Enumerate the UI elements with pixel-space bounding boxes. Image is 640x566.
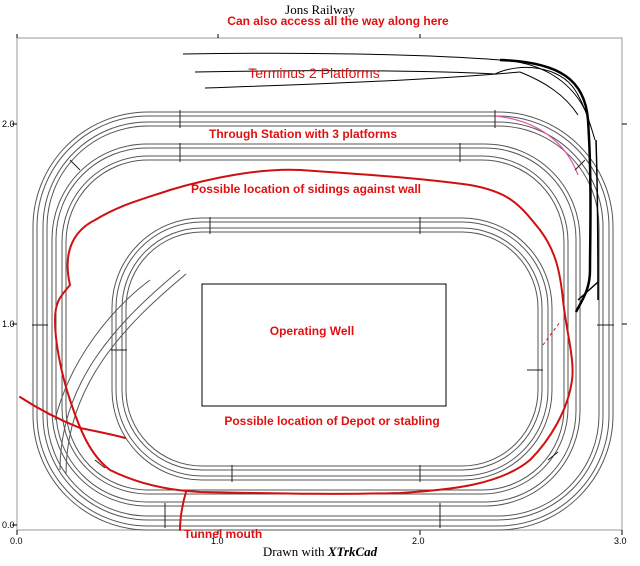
y-tick-2: 2.0 xyxy=(2,119,15,129)
tick-marks xyxy=(12,34,627,535)
crossover-track xyxy=(54,269,187,475)
tunnel-mouth-marker xyxy=(179,491,187,531)
left-boundary-line xyxy=(19,396,126,439)
pink-station-curve xyxy=(494,115,579,176)
footer-prefix: Drawn with xyxy=(263,544,328,559)
access-annotation: Can also access all the way along here xyxy=(227,14,449,28)
sidings-boundary-line xyxy=(54,168,574,495)
terminus-approach-track xyxy=(499,58,592,313)
right-dashed-line xyxy=(542,321,561,346)
x-tick-2: 2.0 xyxy=(412,536,425,546)
plan-title: Jons Railway xyxy=(285,2,355,17)
tunnel-annotation: Tunnel mouth xyxy=(184,527,262,541)
operating-well-annotation: Operating Well xyxy=(270,324,354,338)
sidings-annotation: Possible location of sidings against wal… xyxy=(191,182,421,196)
terminus-lines xyxy=(182,52,596,141)
inner-loop-track xyxy=(111,217,553,481)
depot-annotation: Possible location of Depot or stabling xyxy=(224,414,439,428)
terminus-outer-track xyxy=(595,139,599,301)
terminus-junction xyxy=(577,281,599,301)
terminus-annotation: Terminus 2 Platforms xyxy=(248,65,379,81)
outer-loop-track xyxy=(32,111,614,531)
x-tick-3: 3.0 xyxy=(614,536,627,546)
through-station-annotation: Through Station with 3 platforms xyxy=(209,127,397,141)
footer-credit: Drawn with XTrkCad xyxy=(263,544,378,559)
footer-app: XTrkCad xyxy=(327,544,378,559)
operating-well-box xyxy=(201,283,447,407)
y-tick-1: 1.0 xyxy=(2,319,15,329)
track-joints xyxy=(32,110,614,528)
x-tick-0: 0.0 xyxy=(10,536,23,546)
x-tick-1: 1.0 xyxy=(211,536,224,546)
y-tick-0: 0.0 xyxy=(2,520,15,530)
